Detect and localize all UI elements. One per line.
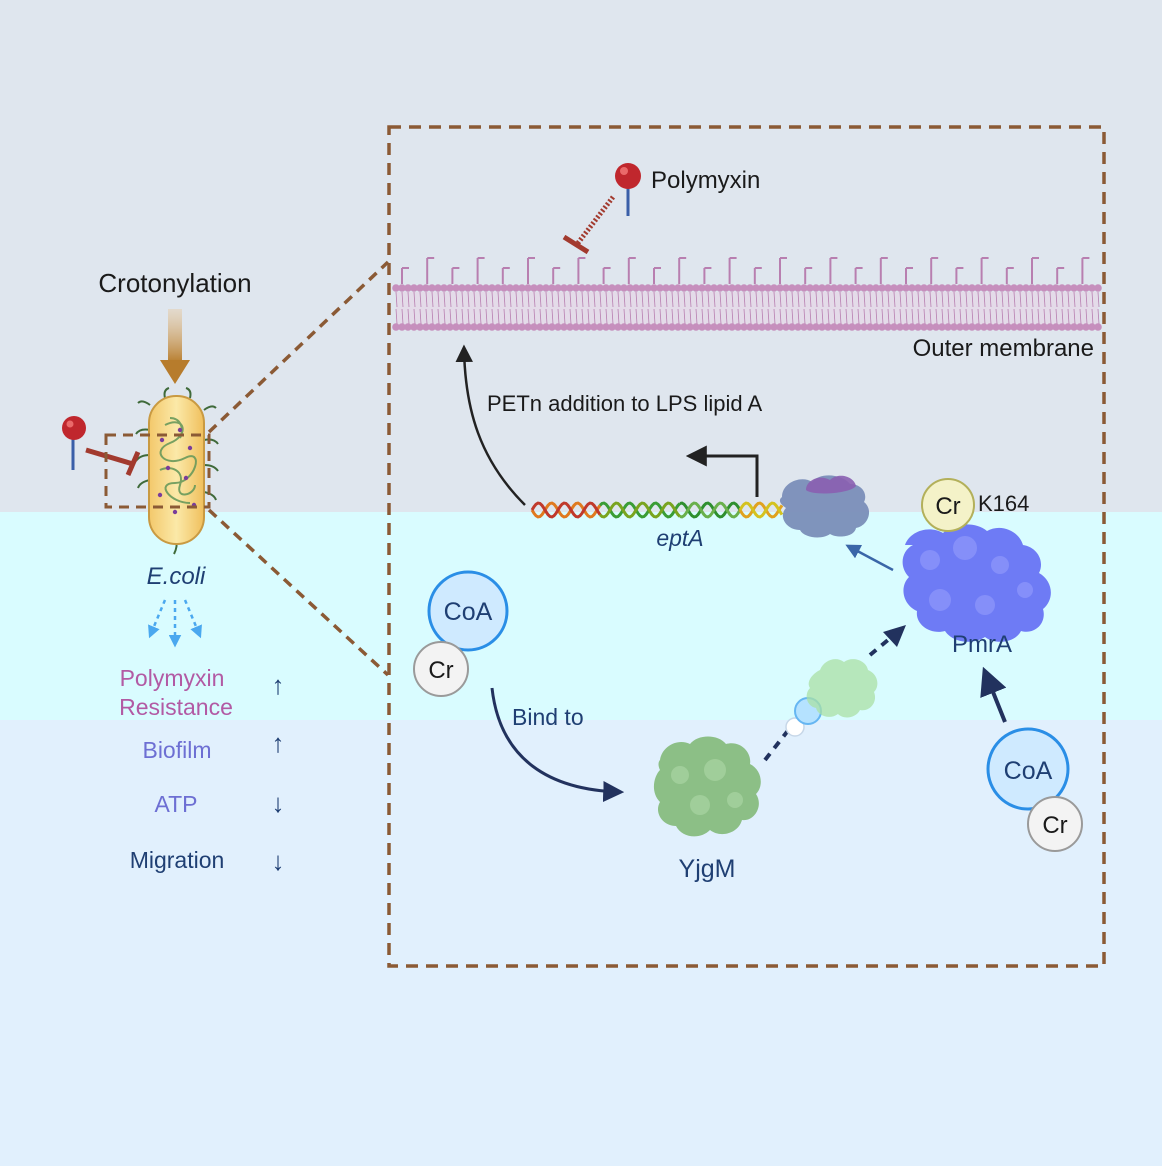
bind-to-arrow	[490, 687, 625, 803]
zoom-callout-box	[104, 433, 211, 509]
yjgm-intermediate-icon	[806, 659, 878, 718]
cr-k164-badge: Cr	[921, 478, 975, 532]
coa-right-label: CoA	[1004, 757, 1053, 785]
pmra-binding-arrow	[845, 544, 894, 572]
zoom-panel-box	[387, 125, 1106, 968]
polymyxin-small-icon	[62, 416, 86, 470]
k164-label: K164	[978, 491, 1029, 516]
zoom-connector-bottom	[207, 508, 390, 677]
coa-left-label: CoA	[444, 598, 493, 626]
pmra-protein-icon	[902, 524, 1051, 642]
yjgm-to-pmra-arrow-lower	[763, 726, 792, 762]
zoom-connector-top	[207, 260, 390, 434]
effect-polymyxin-resistance-line1: Polymyxin	[120, 665, 225, 691]
coa-cr-right-icon: CoA Cr	[986, 727, 1083, 852]
effect-biofilm-arrow: ↑	[272, 728, 285, 758]
bind-to-label: Bind to	[512, 704, 584, 730]
crotonylation-arrow-shaft	[168, 309, 182, 363]
effect-atp-arrow: ↓	[272, 788, 285, 818]
epta-gene-icon	[530, 501, 784, 519]
effect-arrows-icon	[148, 599, 202, 648]
cr-left-label: Cr	[428, 657, 453, 684]
effect-migration-label: Migration	[130, 847, 225, 873]
coa-to-pmra-arrow	[980, 666, 1007, 723]
pmra-label: PmrA	[952, 631, 1012, 658]
outer-membrane-icon	[392, 257, 1102, 331]
crotonylation-arrow-head	[160, 360, 190, 384]
coa-cr-left-icon: CoA Cr	[413, 570, 509, 697]
coa-intermediate-icon	[785, 697, 822, 737]
polymyxin-inhibition-small-icon	[85, 447, 141, 476]
effect-atp-label: ATP	[154, 791, 197, 817]
petn-label: PETn addition to LPS lipid A	[487, 391, 762, 416]
effect-polymyxin-resistance-arrow: ↑	[272, 670, 285, 700]
crotonylation-label: Crotonylation	[98, 268, 251, 298]
effect-biofilm-label: Biofilm	[142, 737, 211, 763]
cr-right-label: Cr	[1042, 812, 1067, 839]
transcription-start-arrow	[685, 445, 759, 497]
yjgm-label: YjgM	[679, 855, 736, 883]
yjgm-protein-icon	[653, 736, 761, 837]
epta-label: eptA	[656, 525, 703, 551]
effect-polymyxin-resistance-line2: Resistance	[119, 694, 233, 720]
effect-migration-arrow: ↓	[272, 846, 285, 876]
petn-arrow	[455, 344, 526, 506]
cr-k164-label: Cr	[935, 493, 960, 520]
pmra-bound-icon	[779, 475, 870, 538]
outer-membrane-label: Outer membrane	[913, 335, 1094, 362]
background-bottom	[0, 720, 1162, 1161]
polymyxin-icon	[615, 163, 641, 216]
polymyxin-label: Polymyxin	[651, 167, 760, 194]
polymyxin-inhibition-icon	[562, 195, 615, 255]
yjgm-to-pmra-arrow-head	[883, 625, 906, 647]
ecoli-label: E.coli	[147, 563, 206, 590]
